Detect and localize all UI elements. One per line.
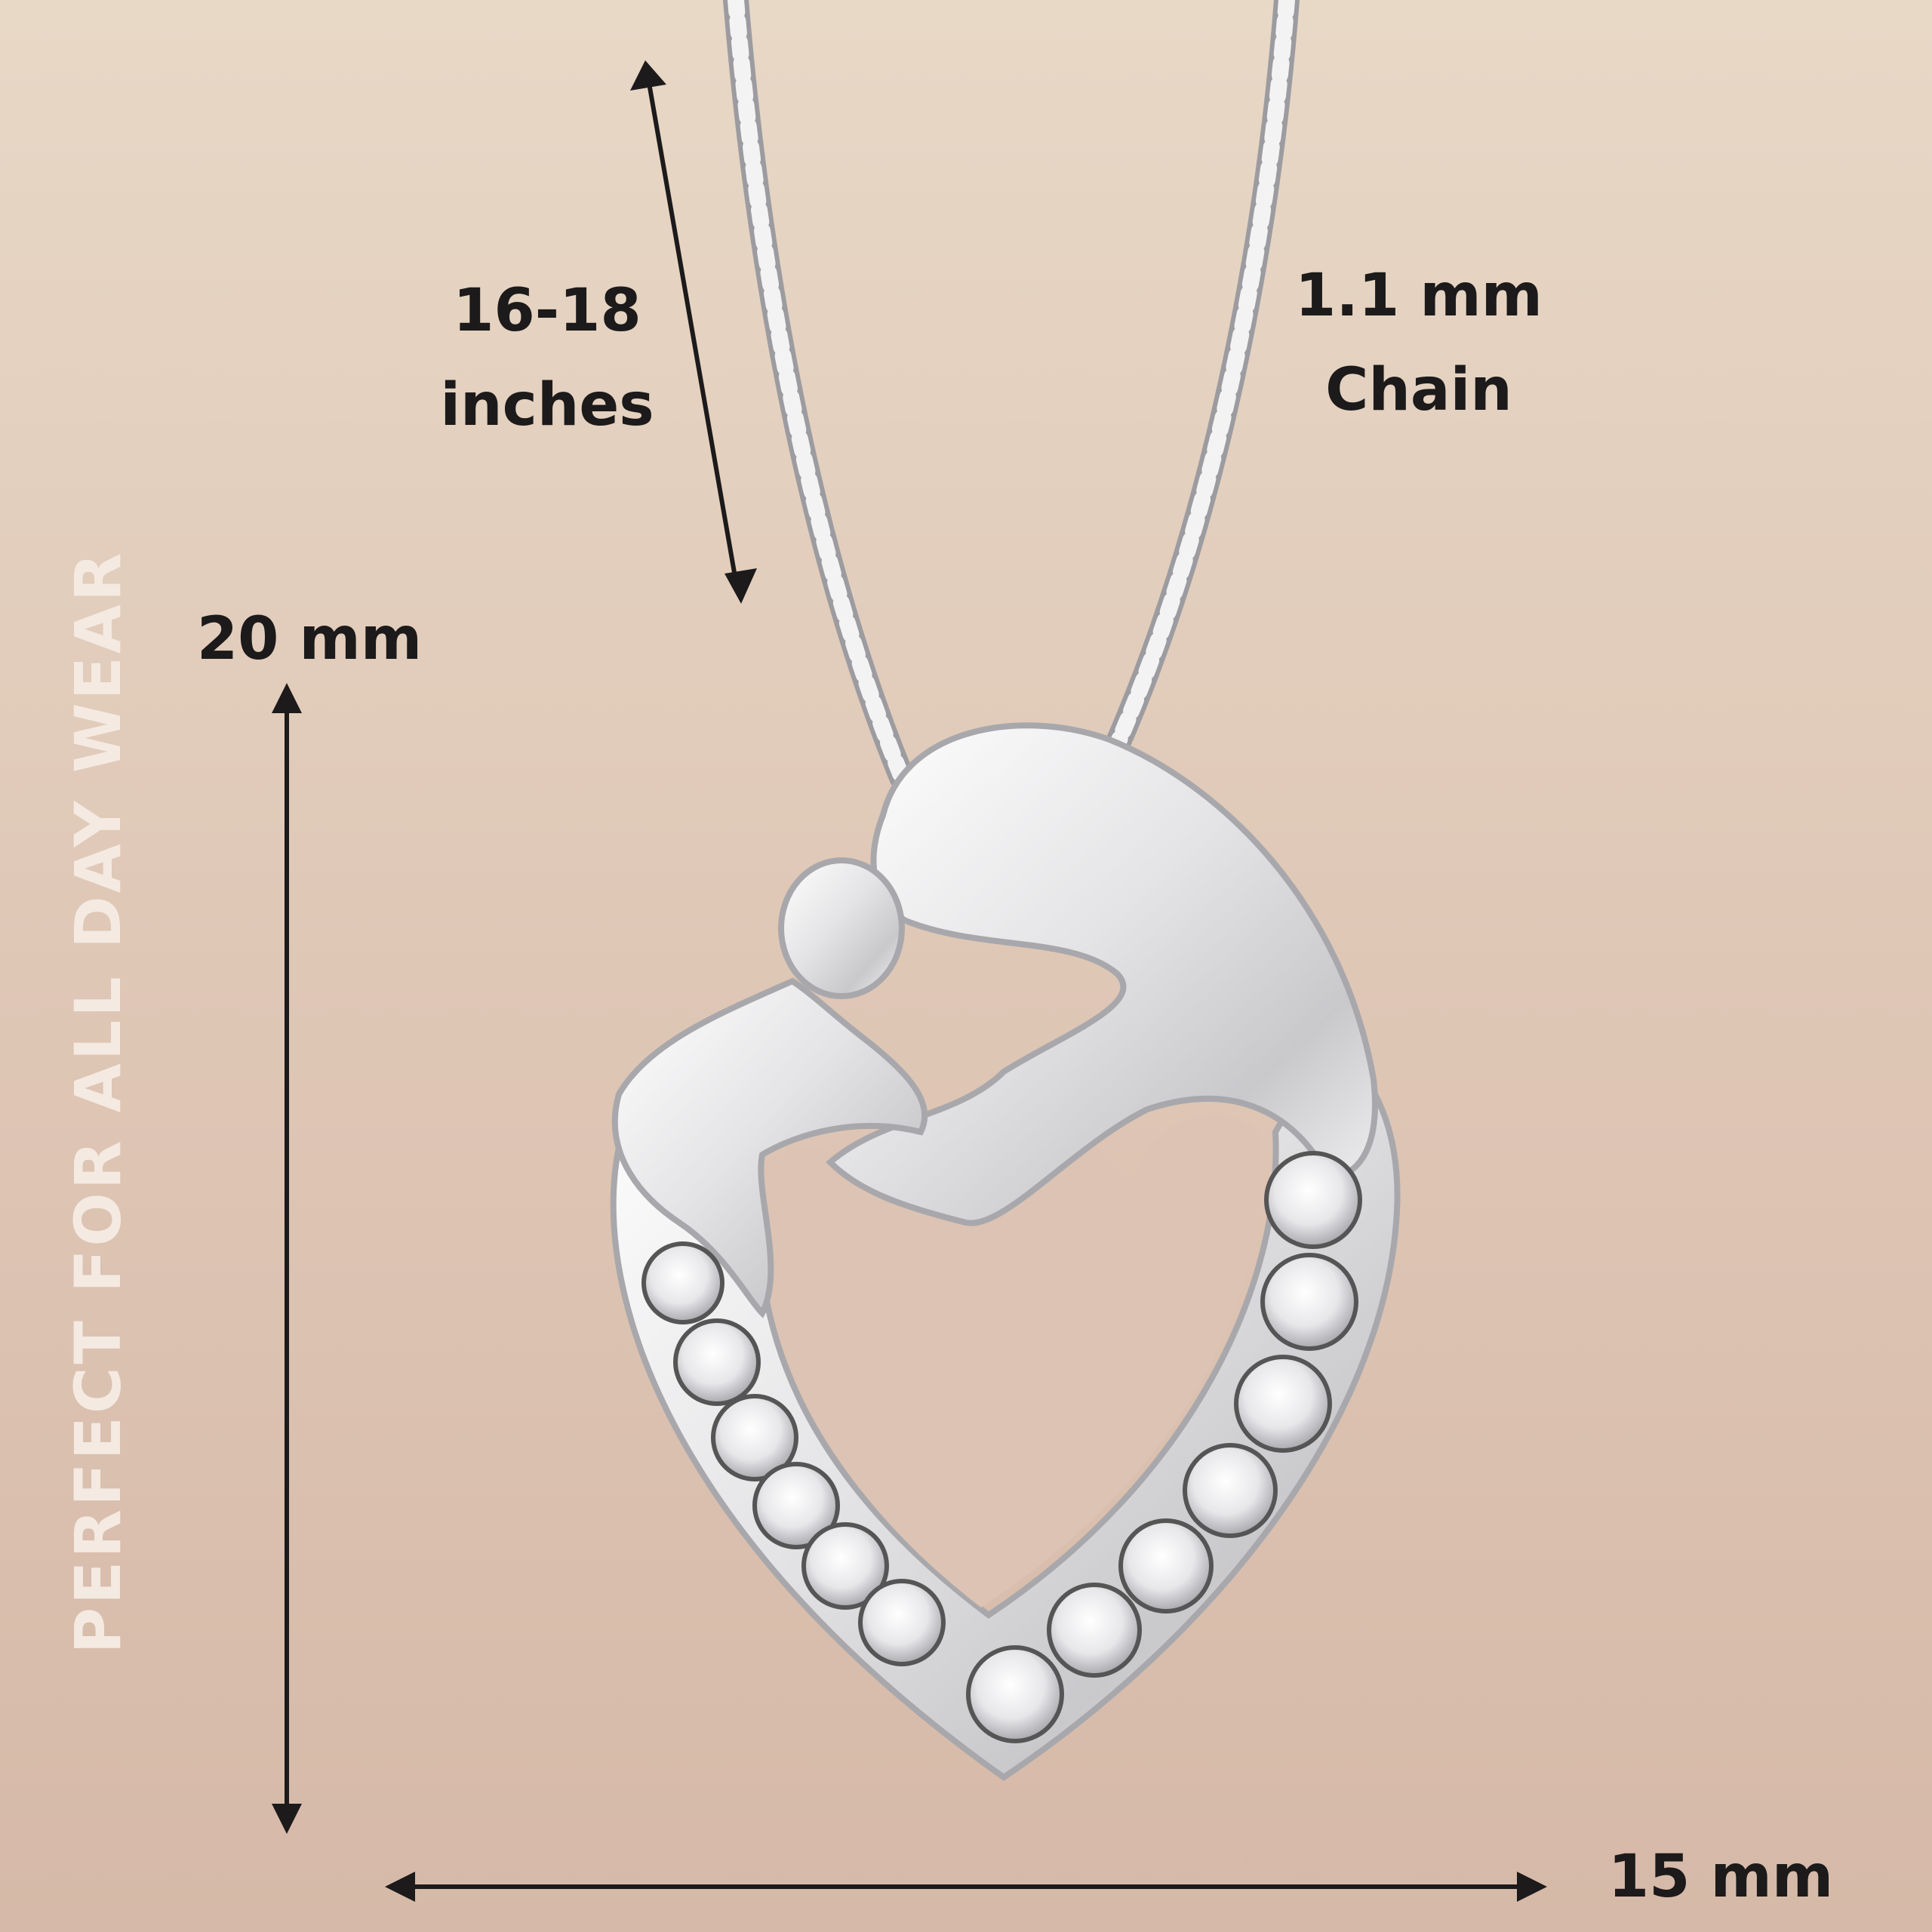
chain-left-strand — [723, 0, 915, 790]
chain-length-value: 16-18 — [453, 277, 641, 345]
chain-width-label: 1.1 mm Chain — [1283, 249, 1555, 438]
stones-left — [641, 1241, 946, 1666]
chain — [723, 0, 1300, 790]
stones-right — [966, 1151, 1362, 1743]
child-body — [611, 977, 928, 1318]
height-arrow — [272, 683, 302, 1834]
heart-opening — [760, 1115, 1263, 1607]
chain-width-caption: Chain — [1325, 355, 1512, 424]
chain-length-label: 16-18 inches — [423, 264, 672, 453]
chain-right-strand — [1097, 0, 1300, 775]
pendant-width-label: 15 mm — [1607, 1843, 1834, 1911]
mother-figure — [826, 722, 1378, 1226]
child-head — [778, 857, 905, 999]
pendant-height-label: 20 mm — [196, 605, 423, 673]
chain-length-unit: inches — [440, 371, 654, 439]
chain-width-value: 1.1 mm — [1295, 262, 1543, 330]
heart-pendant — [610, 722, 1401, 1781]
chain-length-arrow — [630, 60, 757, 604]
tagline-vertical: PERFECT FOR ALL DAY WEAR — [61, 549, 135, 1654]
width-arrow — [385, 1872, 1547, 1902]
dimension-arrows — [272, 60, 1547, 1902]
